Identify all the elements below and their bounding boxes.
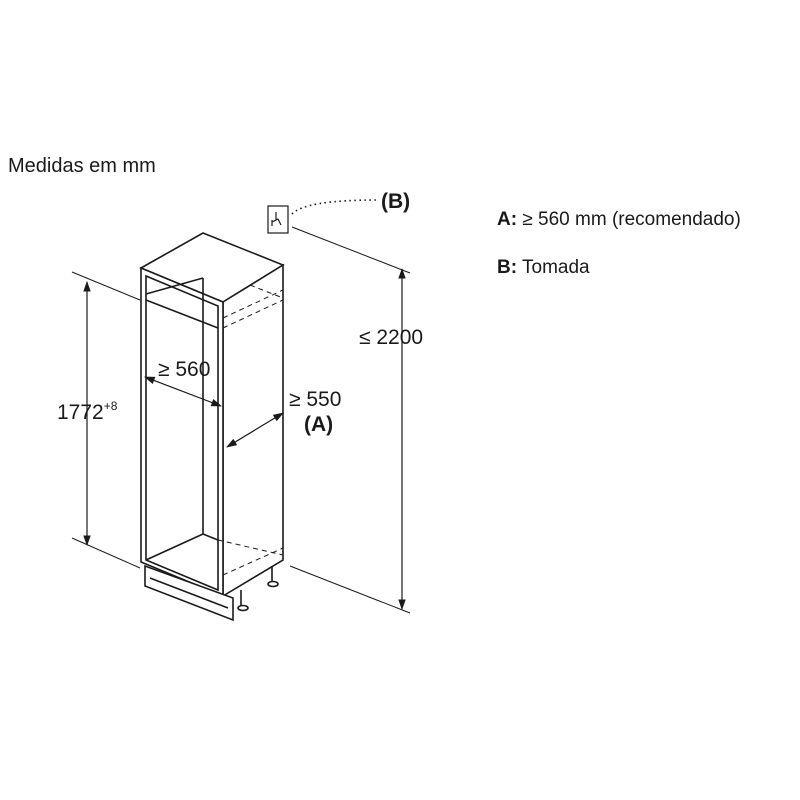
height-1772-label: 1772+8 [57, 399, 118, 424]
legend-text: ≥ 560 mm (recomendado) [522, 209, 741, 230]
hidden-edges [217, 284, 284, 576]
depth-550-label: ≥ 550 [289, 388, 341, 411]
socket-leader-line [291, 199, 379, 215]
max-height-label: ≤ 2200 [359, 326, 423, 349]
plinth [144, 564, 279, 622]
power-socket-icon [267, 205, 289, 234]
legend-item-a: A: ≥ 560 mm (recomendado) [497, 209, 741, 231]
depth-550-dimension-line [226, 412, 284, 448]
legend-key: A: [497, 209, 518, 230]
measurements-unit-label: Medidas em mm [8, 155, 156, 177]
extension-lines [71, 226, 411, 614]
depth-ref-label: (A) [304, 413, 333, 436]
legend-text: Tomada [522, 257, 590, 278]
cabinet-outline [139, 232, 285, 598]
width-560-dimension-line [143, 376, 223, 407]
legend-key: B: [497, 257, 518, 278]
socket-ref-label: (B) [381, 190, 410, 213]
width-560-label: ≥ 560 [158, 358, 210, 381]
legend-item-b: B: Tomada [497, 257, 590, 279]
